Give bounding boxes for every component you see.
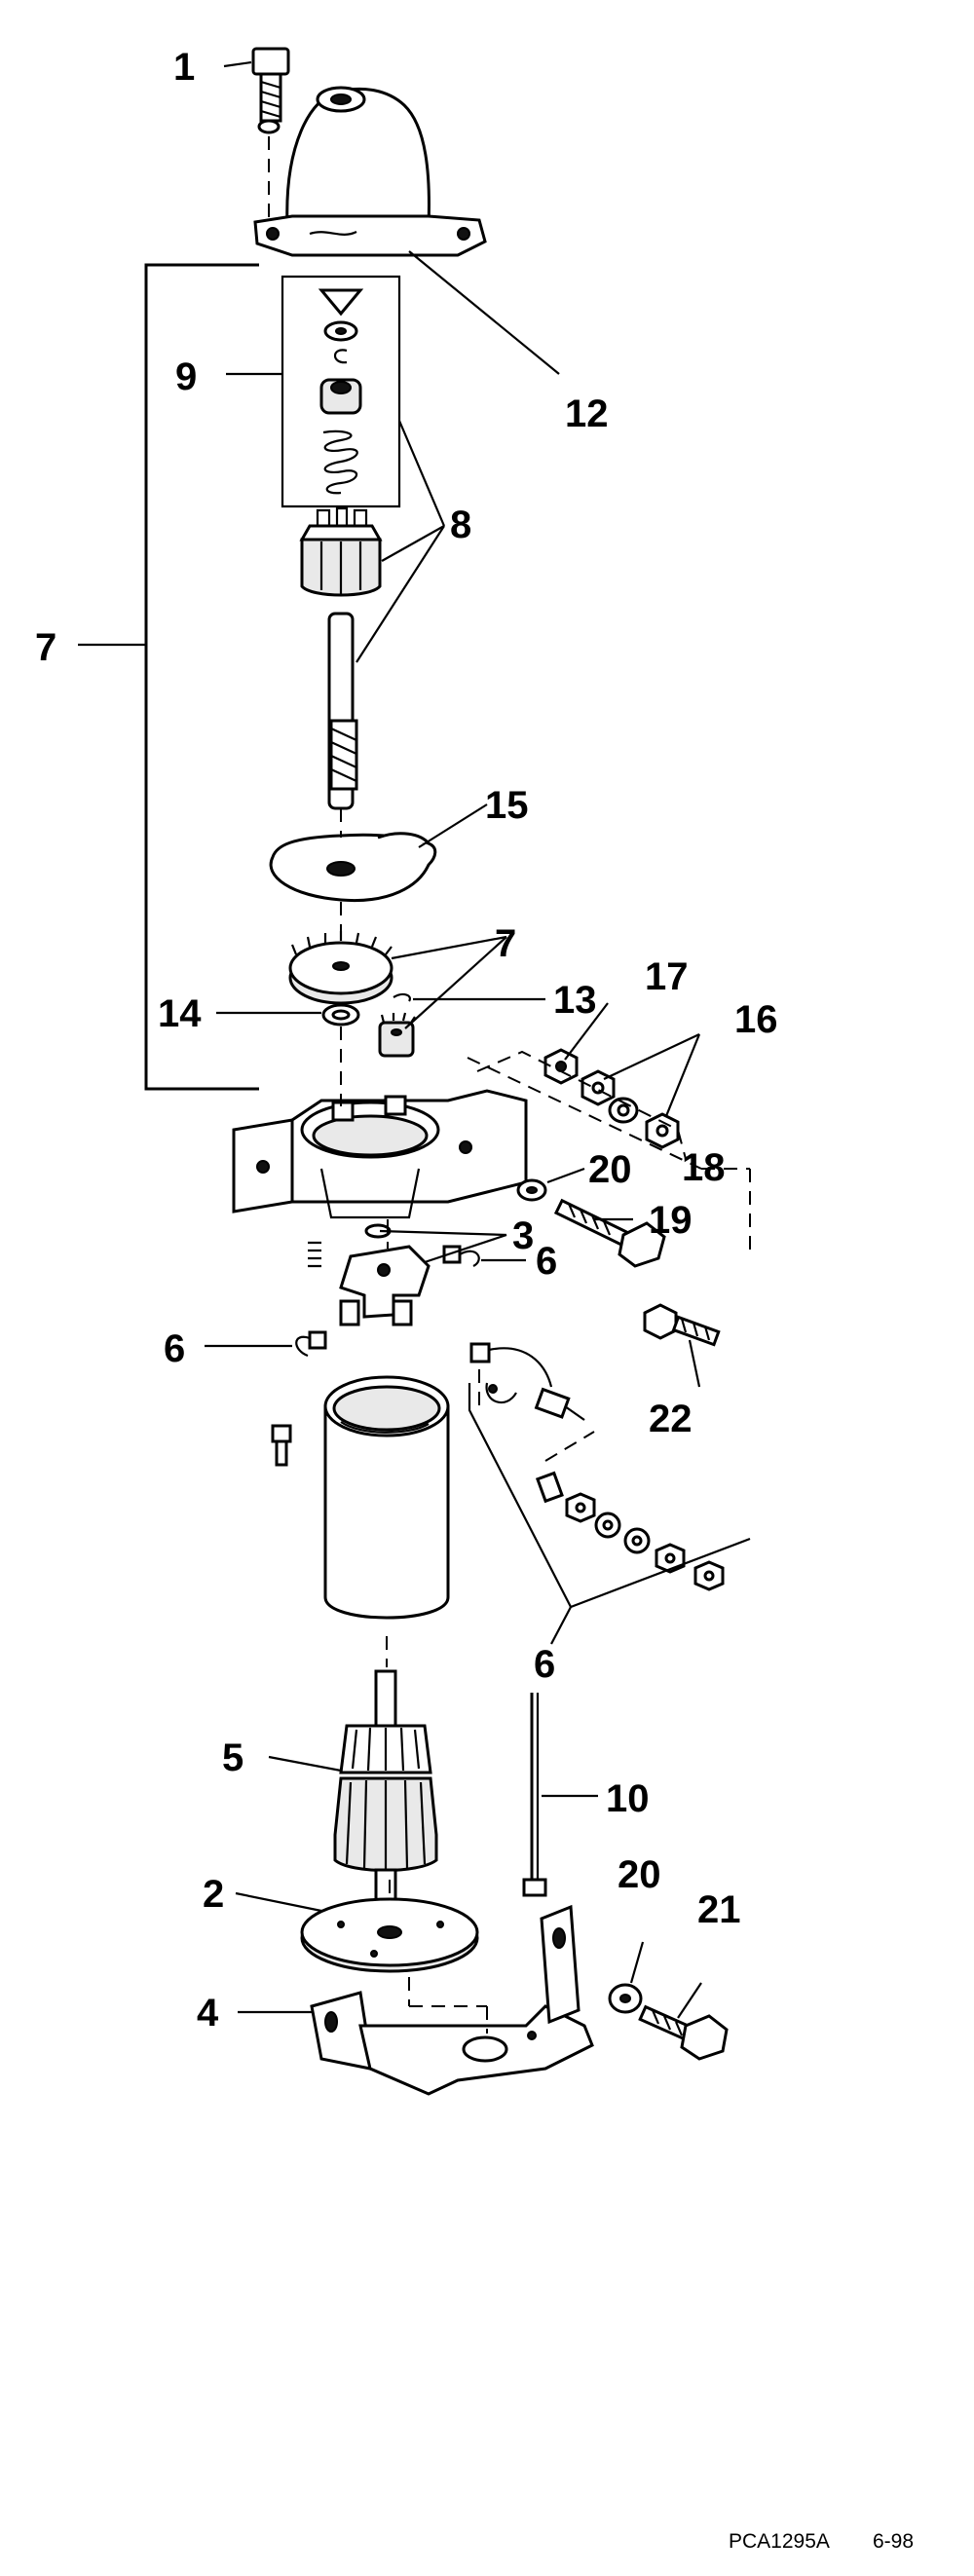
part-2-end-plate	[300, 1897, 479, 1973]
part-21-screw	[638, 2004, 729, 2061]
part-20-washer-hole	[526, 1186, 538, 1194]
part-1-screw	[251, 47, 290, 123]
alignment-lines	[268, 136, 751, 2034]
field-frame-cylinder	[323, 1375, 450, 1620]
part-6-terminal-hardware	[535, 1471, 725, 1591]
callout-16: 16	[734, 998, 778, 1041]
part-20-lower-washer-hole	[619, 1994, 631, 2003]
callout-10: 10	[606, 1777, 650, 1820]
part-4-mounting-bracket	[310, 1904, 594, 2096]
part-8-pinion-gear	[299, 506, 383, 597]
part-15-cover-plate	[269, 832, 437, 903]
callout-5: 5	[222, 1736, 244, 1779]
part-3-housing-frame	[232, 1089, 528, 1219]
callout-20-lower: 20	[618, 1853, 661, 1896]
part-7-small-gear	[378, 1012, 416, 1058]
callout-8: 8	[450, 504, 471, 546]
leader-lines	[78, 60, 751, 2019]
callout-17: 17	[645, 955, 689, 998]
callout-19: 19	[649, 1199, 693, 1242]
callout-6-upper: 6	[536, 1240, 557, 1283]
callout-21: 21	[697, 1888, 741, 1931]
callout-2: 2	[203, 1873, 224, 1916]
callout-18: 18	[682, 1146, 726, 1189]
callout-4: 4	[197, 1992, 219, 2035]
callout-3: 3	[512, 1214, 534, 1257]
callout-15: 15	[485, 784, 529, 827]
part-6-lead-wire	[469, 1342, 585, 1421]
part-19-screw	[553, 1198, 666, 1268]
figure-code: PCA1295A	[729, 2530, 830, 2553]
part-22-terminal-stud	[643, 1303, 721, 1347]
part-8-drive-shaft	[327, 612, 358, 810]
callout-20: 20	[588, 1148, 632, 1191]
callout-7-gears: 7	[495, 922, 516, 965]
callout-labels: 1 12 9 8 7 15 7 13 14 17 16 18 20 19 3 6…	[35, 46, 778, 2035]
part-7-large-gear	[288, 931, 393, 1005]
callout-6-lower: 6	[534, 1643, 555, 1686]
callout-14: 14	[158, 992, 202, 1035]
part-14-washer-hole	[331, 1009, 351, 1021]
brush-screw	[271, 1424, 292, 1467]
part-12-drive-cap	[253, 86, 487, 257]
part-10-through-bolt	[522, 1693, 547, 1897]
callout-6-left: 6	[164, 1327, 185, 1370]
callout-7-bracket: 7	[35, 626, 56, 669]
callout-1: 1	[173, 46, 195, 89]
part-9-drive-kit	[281, 275, 401, 508]
part-6-brush-left	[295, 1330, 327, 1358]
part-13-clip	[393, 992, 411, 1002]
figure-date: 6-98	[873, 2530, 914, 2553]
part-16-17-18-hardware	[543, 1048, 680, 1149]
callout-12: 12	[565, 392, 609, 435]
part-1-washer	[257, 119, 281, 134]
callout-9: 9	[175, 355, 197, 398]
callout-13: 13	[553, 979, 597, 1022]
part-5-armature	[333, 1669, 438, 1907]
part-3-brush-holder	[308, 1223, 431, 1326]
callout-22: 22	[649, 1398, 693, 1440]
part-6-brush-upper	[442, 1245, 480, 1267]
